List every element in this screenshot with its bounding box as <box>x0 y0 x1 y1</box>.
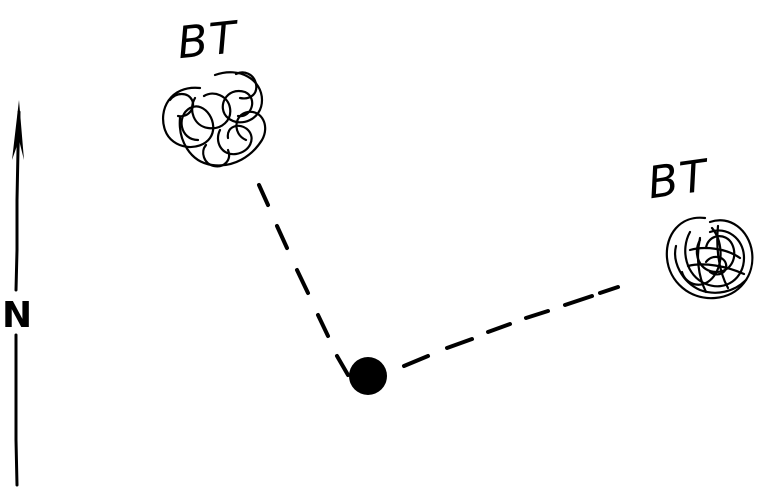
north-arrow-shaft-lower <box>16 335 17 485</box>
north-label: N <box>2 295 32 336</box>
observer-point <box>349 357 387 395</box>
tree-group-right: BT <box>645 150 753 298</box>
tree-group-upper-left: BT <box>163 12 265 166</box>
tree-scribble-icon <box>667 218 753 298</box>
tree-scribble-icon <box>163 72 265 166</box>
north-arrow: N <box>2 100 32 485</box>
tree-label-right: BT <box>645 150 714 209</box>
sightline-to-upper-left <box>259 185 348 375</box>
tree-label-upper-left: BT <box>175 12 242 69</box>
sightline-to-right <box>404 287 618 366</box>
